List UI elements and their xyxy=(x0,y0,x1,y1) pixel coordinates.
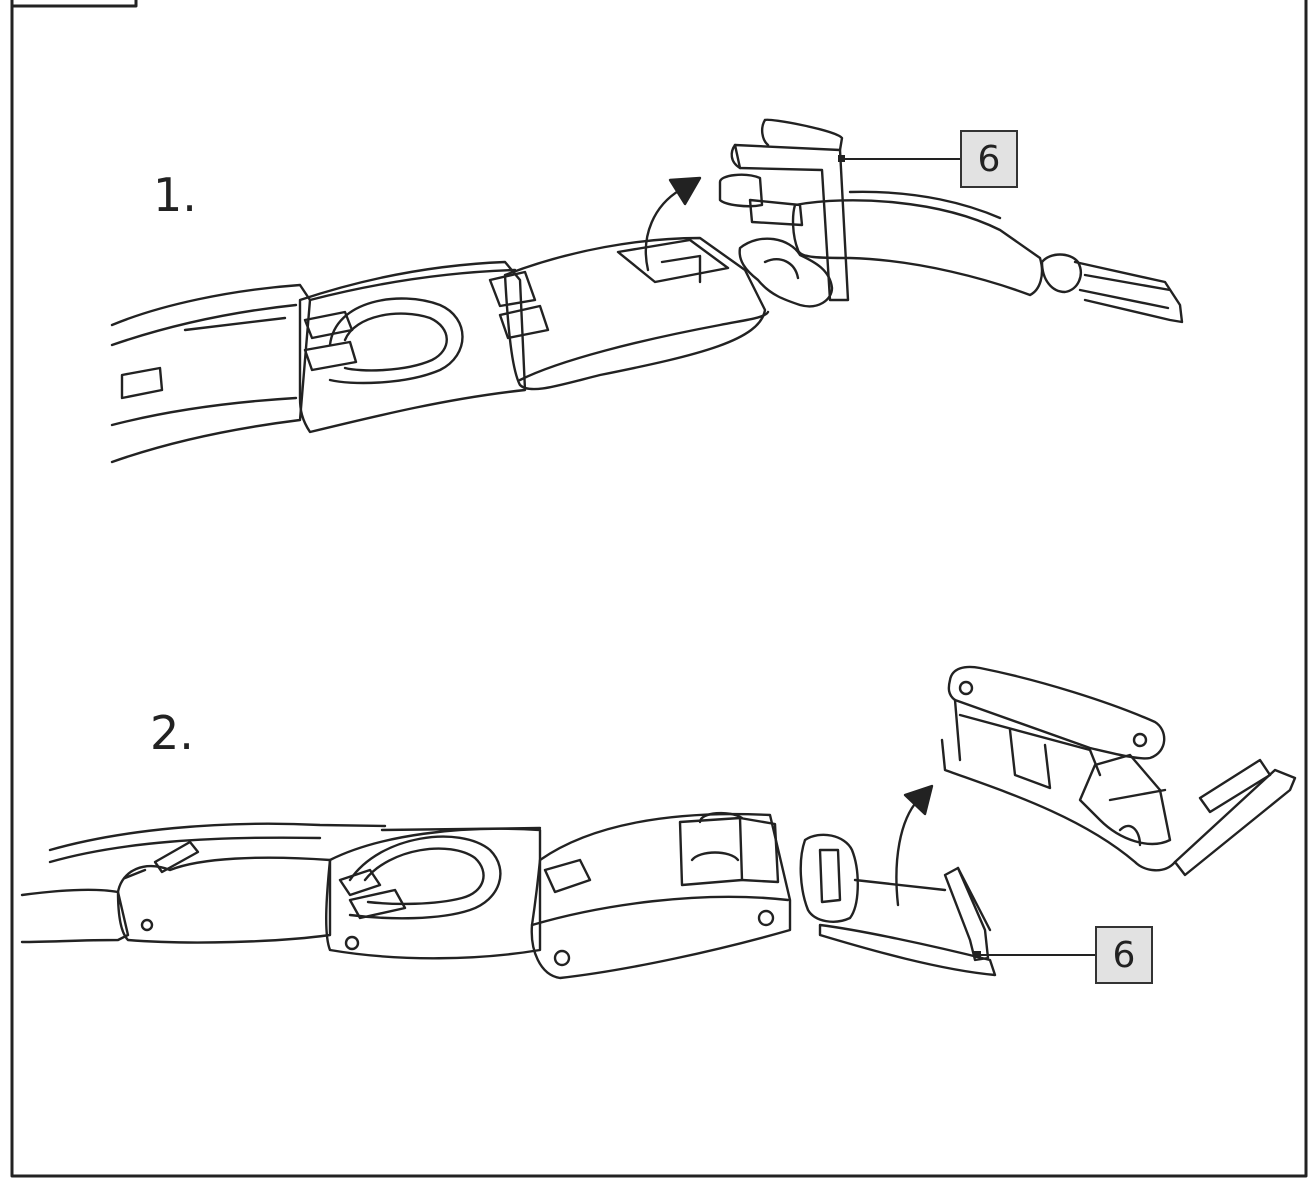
step2-link-1 xyxy=(116,856,332,944)
step1-link-middle xyxy=(298,260,527,434)
step2-arrow xyxy=(895,784,934,907)
step1-link-right xyxy=(503,236,767,391)
step2-bracelet xyxy=(20,811,997,980)
frame-border xyxy=(10,0,1308,1178)
step1-strap xyxy=(791,199,1044,297)
step2-hinge xyxy=(799,833,859,923)
step1-end-clip xyxy=(1073,260,1184,324)
step2-link-2 xyxy=(325,827,542,960)
step1-arrow xyxy=(644,176,702,272)
step-number-2: 2. xyxy=(150,706,194,760)
step2-u-link xyxy=(348,835,502,920)
step1-link-left-partial xyxy=(110,283,312,464)
step1-u-link xyxy=(328,297,464,385)
step1-bracelet xyxy=(110,118,1184,464)
step-number-1: 1. xyxy=(153,168,197,222)
step1-hinge xyxy=(738,237,834,308)
step2-link-left-partial xyxy=(20,888,130,944)
step2-open-plate xyxy=(818,923,997,977)
callout-part-6-step2: 6 xyxy=(1095,926,1153,984)
step2-detached-clasp xyxy=(940,665,1297,877)
frame-corner-tab xyxy=(10,0,138,8)
callout-part-6-step1: 6 xyxy=(960,130,1018,188)
